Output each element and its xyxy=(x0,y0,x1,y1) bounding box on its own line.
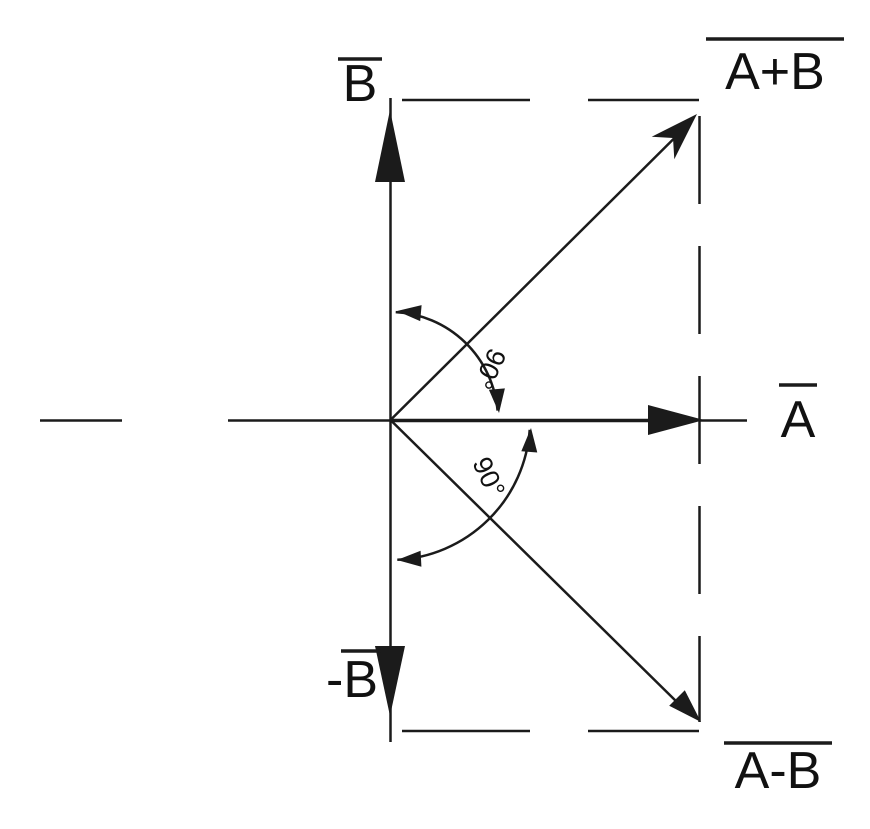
neg-b-vector-arrowhead xyxy=(375,646,405,716)
a-minus-b-label: A-B xyxy=(735,742,822,800)
a-minus-b-vector-shaft xyxy=(389,419,682,707)
b-vector-arrowhead xyxy=(375,110,405,182)
neg-b-vector-label: -B xyxy=(326,651,378,709)
a-vector-label: A xyxy=(781,391,816,449)
b-vector-label: B xyxy=(343,55,378,113)
a-plus-b-label: A+B xyxy=(725,43,825,101)
upper-angle-arc-arrowhead-top xyxy=(397,305,422,322)
lower-angle-arc-arrowhead-bottom xyxy=(397,550,422,567)
lower-angle-label: 90° xyxy=(466,452,510,502)
a-minus-b-vector-arrowhead xyxy=(669,690,701,722)
upper-angle-arc-arrowhead-bottom xyxy=(488,388,505,413)
lower-angle-arc-arrowhead-top xyxy=(521,428,538,453)
a-vector-arrowhead xyxy=(648,405,704,435)
a-plus-b-vector-shaft xyxy=(389,136,677,421)
a-plus-b-vector-arrowhead xyxy=(651,114,697,160)
lower-angle-arc xyxy=(397,429,531,562)
